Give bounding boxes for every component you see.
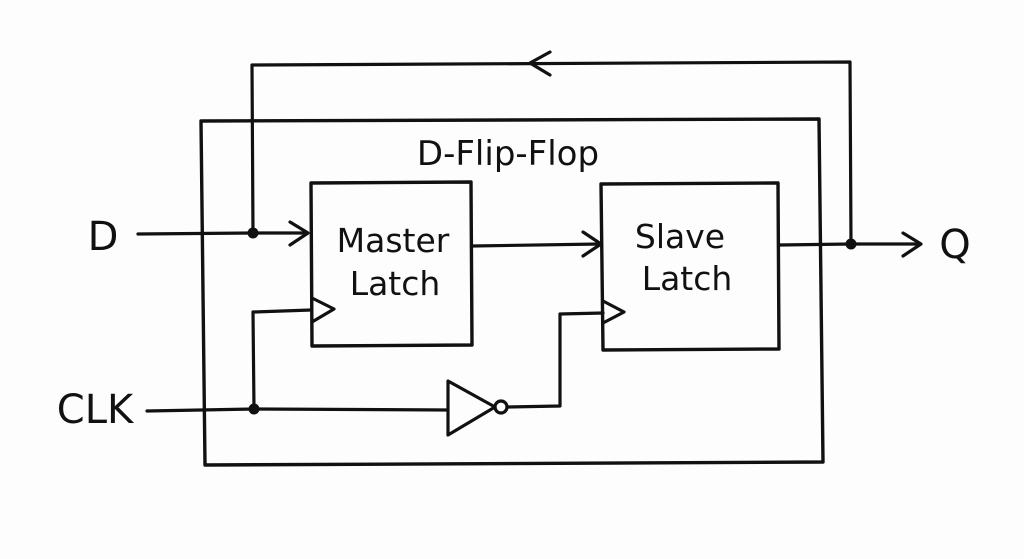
slave-latch-label-line2: Latch xyxy=(642,259,733,298)
master-latch-block: Master Latch xyxy=(309,180,474,348)
wire-master-to-slave xyxy=(470,242,602,248)
wire-clk-to-master xyxy=(251,308,313,411)
wire-d-to-master xyxy=(136,231,309,236)
slave-latch-block: Slave Latch xyxy=(599,181,781,352)
flip-flop-title: D-Flip-Flop xyxy=(417,134,599,174)
arrow-into-slave-icon xyxy=(581,230,603,258)
input-label-d: D xyxy=(88,214,119,260)
slave-clock-triangle-icon xyxy=(601,299,626,325)
feedback-arrow-icon xyxy=(528,50,552,77)
wire-clk-main xyxy=(145,407,450,413)
master-latch-label-line1: Master xyxy=(337,221,450,260)
slave-latch-label-line1: Slave xyxy=(635,217,725,256)
inverter-gate xyxy=(446,379,509,437)
inverter-triangle-icon xyxy=(446,379,497,437)
arrow-into-master-icon xyxy=(288,220,310,247)
inverter-bubble-icon xyxy=(493,399,509,415)
master-latch-box xyxy=(309,180,474,348)
flip-flop-boundary xyxy=(199,117,825,467)
wire-feedback-loop xyxy=(250,60,853,246)
arrow-to-q-icon xyxy=(901,231,923,258)
master-latch-label-line2: Latch xyxy=(350,264,441,303)
slave-latch-box xyxy=(599,181,781,352)
wire-inverter-to-slave xyxy=(505,311,605,409)
input-label-clk: CLK xyxy=(57,387,135,433)
output-label-q: Q xyxy=(939,222,970,268)
master-clock-triangle-icon xyxy=(310,296,336,324)
